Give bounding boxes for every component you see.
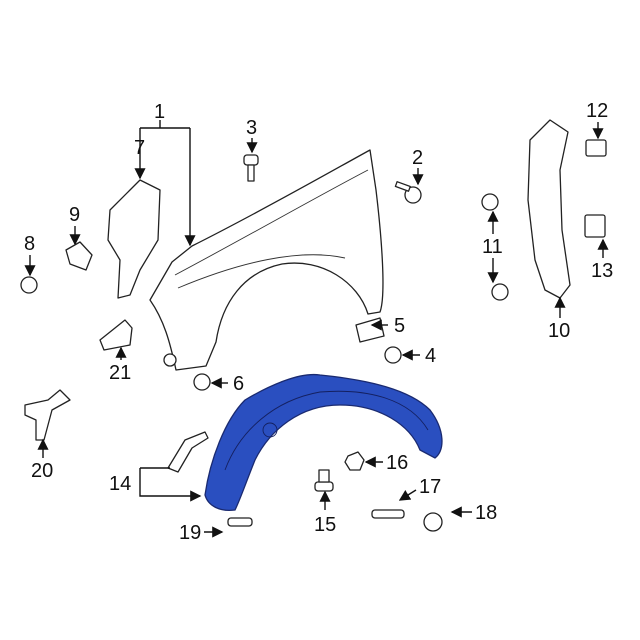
clip-9 [65, 241, 93, 271]
callout-18: 18 [475, 502, 497, 524]
nut-12 [585, 139, 607, 157]
callout-10: 10 [548, 320, 570, 342]
callout-2: 2 [412, 147, 423, 169]
callout-12: 12 [586, 100, 608, 122]
shim-5 [355, 317, 385, 343]
callout-21: 21 [109, 362, 131, 384]
leader-lines [24, 120, 609, 538]
callout-9: 9 [69, 204, 80, 226]
callout-7: 7 [134, 137, 145, 159]
callout-13: 13 [591, 260, 613, 282]
deflector-14 [167, 431, 209, 473]
fasteners [20, 154, 509, 532]
callout-4: 4 [425, 345, 436, 367]
callout-6: 6 [233, 373, 244, 395]
callout-3: 3 [246, 117, 257, 139]
bracket-7 [107, 179, 161, 299]
callout-1: 1 [154, 101, 165, 123]
callout-20: 20 [31, 460, 53, 482]
callout-17: 17 [419, 476, 441, 498]
bracket-20 [24, 389, 71, 441]
fender [149, 149, 384, 371]
callout-8: 8 [24, 233, 35, 255]
callout-11: 11 [482, 236, 503, 258]
callout-14: 14 [109, 473, 131, 495]
callout-5: 5 [394, 315, 405, 337]
fender-liner [204, 373, 443, 512]
bracket-21 [99, 319, 133, 351]
nut-13 [584, 214, 606, 238]
callout-labels: 1 2 3 4 5 6 7 8 9 10 11 12 13 14 15 16 1… [24, 100, 613, 544]
bracket-10 [527, 119, 571, 299]
callout-19: 19 [179, 522, 201, 544]
callout-16: 16 [386, 452, 408, 474]
callout-15: 15 [314, 514, 336, 536]
